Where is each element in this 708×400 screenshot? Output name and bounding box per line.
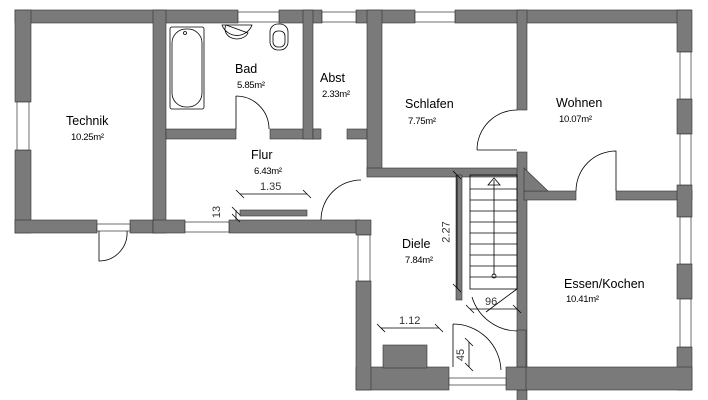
dimension-stair-opening: 96: [485, 296, 498, 308]
dimension-door-offset: 45: [455, 348, 468, 362]
room-flur-name: Flur: [251, 148, 273, 162]
dimension-counter-width: 1.35: [260, 181, 282, 193]
room-flur-area: 6.43m²: [254, 166, 282, 177]
room-technik-area: 10.25m²: [71, 132, 104, 143]
room-abst-area: 2.33m²: [322, 89, 350, 100]
room-essen-kochen-area: 10.41m²: [566, 294, 599, 305]
room-bad-name: Bad: [235, 62, 258, 76]
room-abst-name: Abst: [320, 71, 346, 85]
room-technik-name: Technik: [66, 114, 109, 128]
windows: [16, 11, 692, 386]
room-diele-name: Diele: [402, 237, 431, 251]
walls: [14, 9, 693, 400]
room-wohnen-area: 10.07m²: [559, 114, 592, 125]
dimension-cabinet-width: 1.12: [399, 315, 421, 327]
dimension-counter-depth: 13: [211, 205, 224, 219]
fixtures: [98, 23, 617, 371]
dimension-stair-length: 2.27: [440, 221, 453, 243]
room-essen-kochen-name: Essen/Kochen: [564, 277, 645, 291]
room-schlafen-name: Schlafen: [405, 97, 454, 111]
room-bad-area: 5.85m²: [237, 80, 265, 91]
dimension-lines: [231, 170, 522, 372]
room-wohnen-name: Wohnen: [556, 96, 603, 110]
room-schlafen-area: 7.75m²: [408, 116, 436, 127]
room-diele-area: 7.84m²: [405, 255, 433, 266]
